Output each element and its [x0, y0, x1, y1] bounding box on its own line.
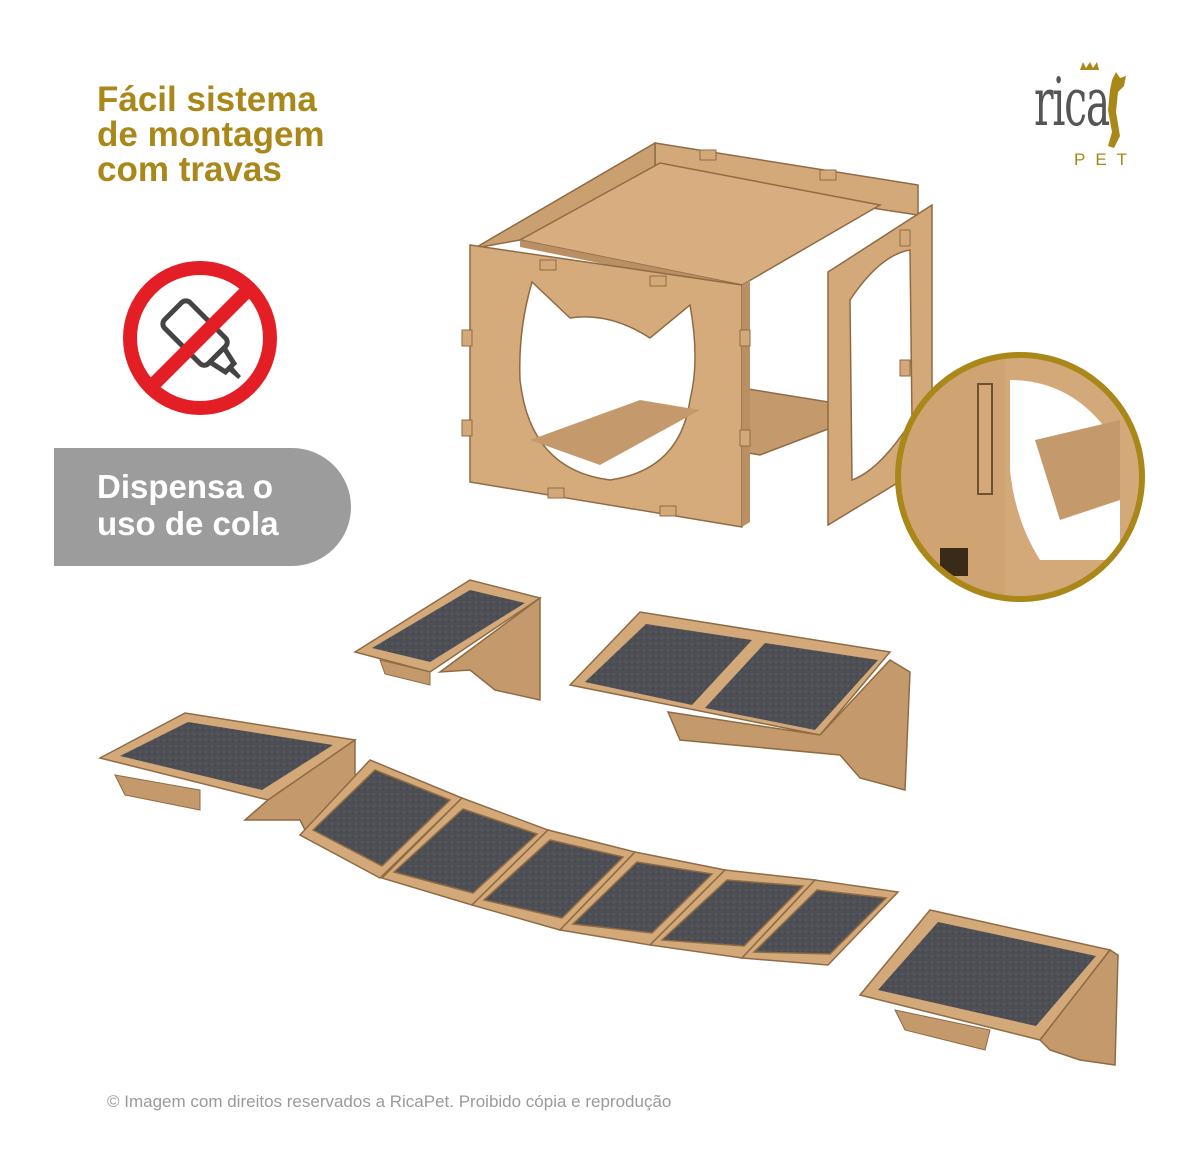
bridge-right-platform	[858, 909, 1119, 1066]
logo-pet: PET	[1074, 150, 1138, 169]
cat-house-box	[461, 141, 933, 528]
badge-text: Dispensa o uso de cola	[97, 468, 279, 542]
headline-line-1: Fácil sistema	[97, 80, 317, 119]
logo-brand: rica	[1034, 64, 1110, 141]
no-glue-icon	[123, 261, 277, 415]
crown-icon	[1080, 62, 1126, 148]
headline-line-2: de montagem	[97, 115, 325, 154]
badge-line-2: uso de cola	[97, 505, 279, 542]
cat-silhouette-icon	[1108, 72, 1126, 148]
small-shelf	[353, 579, 542, 701]
ricapet-logo: rica PET	[1030, 62, 1140, 172]
no-glue-badge: Dispensa o uso de cola	[54, 448, 351, 566]
bridge-slats	[298, 759, 900, 966]
headline: Fácil sistema de montagem com travas	[97, 82, 325, 187]
lock-detail-zoom	[895, 352, 1145, 602]
headline-line-3: com travas	[97, 150, 282, 189]
copyright-notice: © Imagem com direitos reservados a RicaP…	[107, 1092, 672, 1111]
badge-line-1: Dispensa o	[97, 468, 274, 505]
double-shelf	[568, 611, 911, 791]
